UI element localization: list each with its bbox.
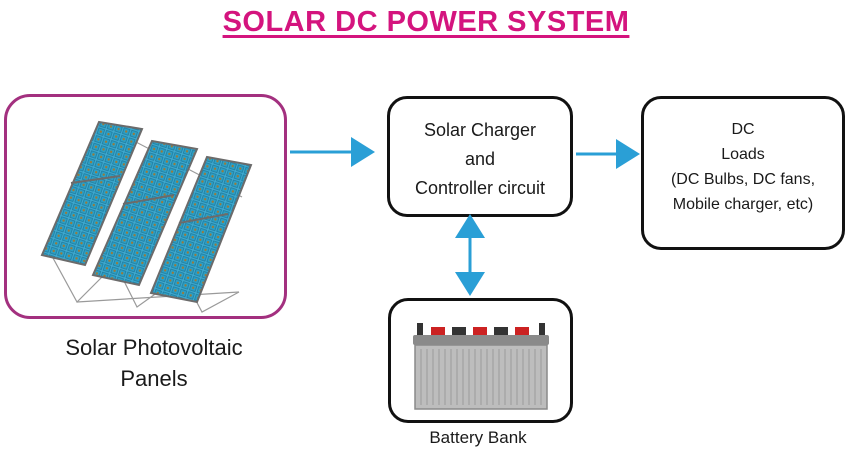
loads-line4: Mobile charger, etc)	[672, 196, 814, 213]
charge-controller-box: Solar Charger and Controller circuit	[387, 96, 573, 217]
dc-loads-box: DC Loads (DC Bulbs, DC fans, Mobile char…	[641, 96, 845, 250]
controller-line3: Controller circuit	[414, 178, 546, 198]
solar-panel-2	[91, 139, 199, 287]
panels-caption-line2: Panels	[120, 366, 188, 391]
controller-line1: Solar Charger	[423, 120, 537, 140]
panels-caption-line1: Solar Photovoltaic	[65, 335, 243, 360]
battery-bank-box	[388, 298, 573, 423]
solar-panel-array-icon	[40, 120, 253, 313]
solar-panels-box	[4, 94, 287, 319]
loads-line1: DC	[731, 121, 755, 138]
controller-line2: and	[464, 149, 496, 169]
battery-bank-caption: Battery Bank	[429, 428, 527, 447]
solar-panels-caption: Solar Photovoltaic Panels	[4, 332, 304, 394]
loads-line3: (DC Bulbs, DC fans,	[670, 171, 816, 188]
battery-icon	[413, 323, 549, 410]
solar-panel-1	[40, 120, 144, 267]
solar-panel-3	[149, 155, 253, 304]
diagram-title: SOLAR DC POWER SYSTEM	[222, 6, 630, 38]
loads-line2: Loads	[721, 146, 765, 163]
